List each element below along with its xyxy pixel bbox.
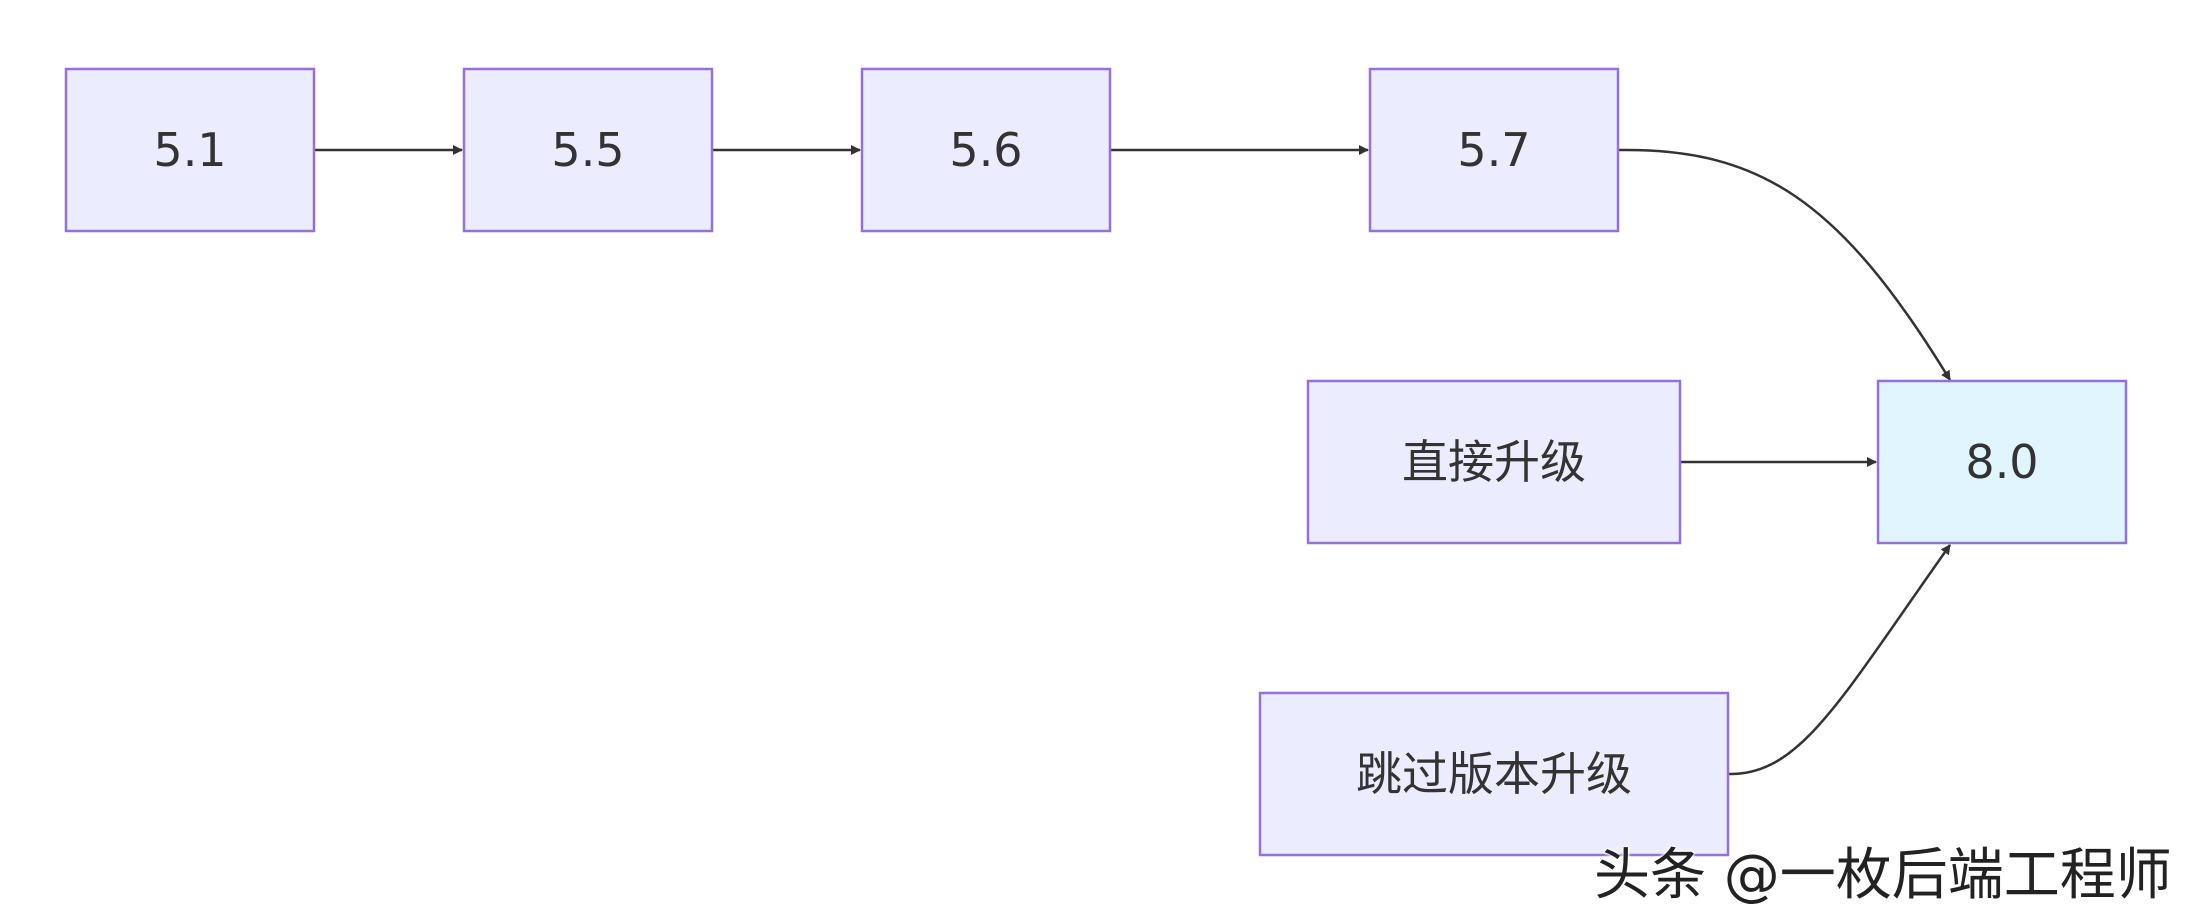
node-5-1: 5.1 [64, 67, 316, 233]
node-5-6: 5.6 [860, 67, 1112, 233]
node-5-5: 5.5 [462, 67, 714, 233]
node-5-7-label: 5.7 [1457, 123, 1530, 177]
node-8-0: 8.0 [1876, 379, 2128, 545]
node-skip-version-upgrade: 跳过版本升级 [1258, 691, 1730, 857]
node-5-6-box [860, 67, 1112, 233]
node-5-5-box [462, 67, 714, 233]
node-5-6-label: 5.6 [949, 123, 1022, 177]
node-8-0-label: 8.0 [1965, 435, 2038, 489]
node-5-7-box [1368, 67, 1620, 233]
node-direct-upgrade: 直接升级 [1306, 379, 1682, 545]
edge-5-7-to-8-0 [1617, 148, 1952, 381]
node-8-0-box [1876, 379, 2128, 545]
node-5-5-label: 5.5 [551, 123, 624, 177]
edge-skip-to-8-0 [1727, 544, 1952, 776]
node-5-1-label: 5.1 [153, 123, 226, 177]
node-skip-version-upgrade-label: 跳过版本升级 [1356, 747, 1632, 801]
watermark: 头条 @一枚后端工程师 [1594, 843, 2172, 908]
node-skip-version-upgrade-box [1258, 691, 1730, 857]
node-5-1-box [64, 67, 316, 233]
node-5-7: 5.7 [1368, 67, 1620, 233]
node-direct-upgrade-label: 直接升级 [1402, 435, 1586, 489]
edges [314, 145, 1952, 776]
node-direct-upgrade-box [1306, 379, 1682, 545]
